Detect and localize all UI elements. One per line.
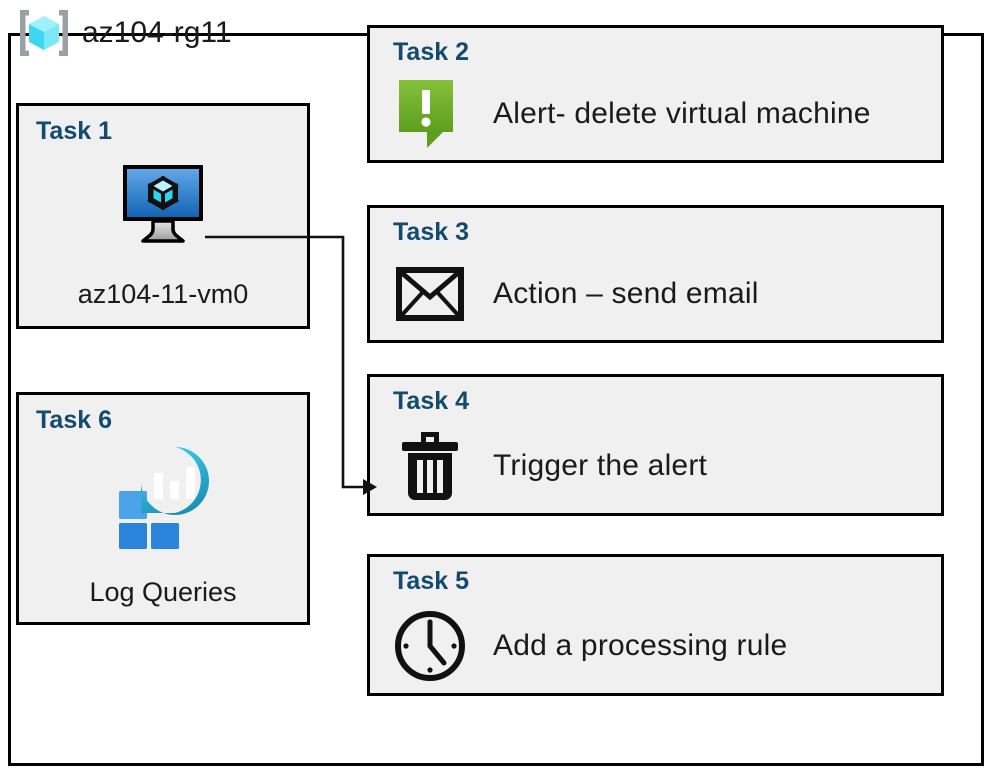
envelope-email-icon	[396, 266, 464, 321]
task5-text: Add a processing rule	[493, 629, 788, 662]
task-label: Task 3	[393, 218, 469, 246]
icon-container	[393, 77, 467, 151]
log-analytics-queries-icon	[119, 447, 209, 549]
task6-caption: Log Queries	[89, 577, 237, 607]
task-card-task3[interactable]: Task 3 Action – send email	[367, 205, 944, 343]
resource-group-header: az104-rg11	[16, 4, 232, 62]
task-label: Task 1	[36, 117, 112, 145]
task4-row: Trigger the alert	[393, 425, 931, 507]
icon-container	[393, 257, 467, 331]
task-label: Task 2	[393, 38, 469, 66]
task4-text: Trigger the alert	[493, 449, 708, 482]
icon-container	[393, 429, 467, 503]
icon-container	[19, 161, 307, 245]
resource-group-name: az104-rg11	[82, 16, 232, 49]
trash-delete-icon	[402, 432, 458, 500]
icon-container	[393, 609, 467, 683]
resource-group-cube-icon	[20, 10, 68, 56]
alert-exclamation-icon	[399, 79, 453, 148]
task3-text: Action – send email	[493, 276, 759, 310]
task-label: Task 6	[36, 406, 112, 434]
task-card-task4[interactable]: Task 4 Trigger the alert	[367, 374, 944, 516]
task-card-task6[interactable]: Task 6 Log Queries	[16, 392, 310, 625]
task2-text: Alert- delete virtual machine	[493, 96, 871, 130]
task-card-task5[interactable]: Task 5 Add a processing rule	[367, 554, 944, 696]
task2-row: Alert- delete virtual machine	[393, 73, 931, 154]
header-border-gap	[33, 61, 293, 77]
task-card-task2[interactable]: Task 2 Alert- delete virtual machine	[367, 25, 944, 163]
icon-container	[19, 445, 307, 549]
task5-row: Add a processing rule	[393, 605, 931, 687]
task1-caption: az104-11-vm0	[77, 279, 249, 309]
task-label: Task 4	[393, 387, 469, 415]
task-label: Task 5	[393, 567, 469, 595]
task-card-task1[interactable]: Task 1	[16, 103, 310, 329]
virtual-machine-icon	[123, 165, 203, 243]
task3-row: Action – send email	[393, 253, 931, 334]
clock-icon	[395, 611, 465, 681]
